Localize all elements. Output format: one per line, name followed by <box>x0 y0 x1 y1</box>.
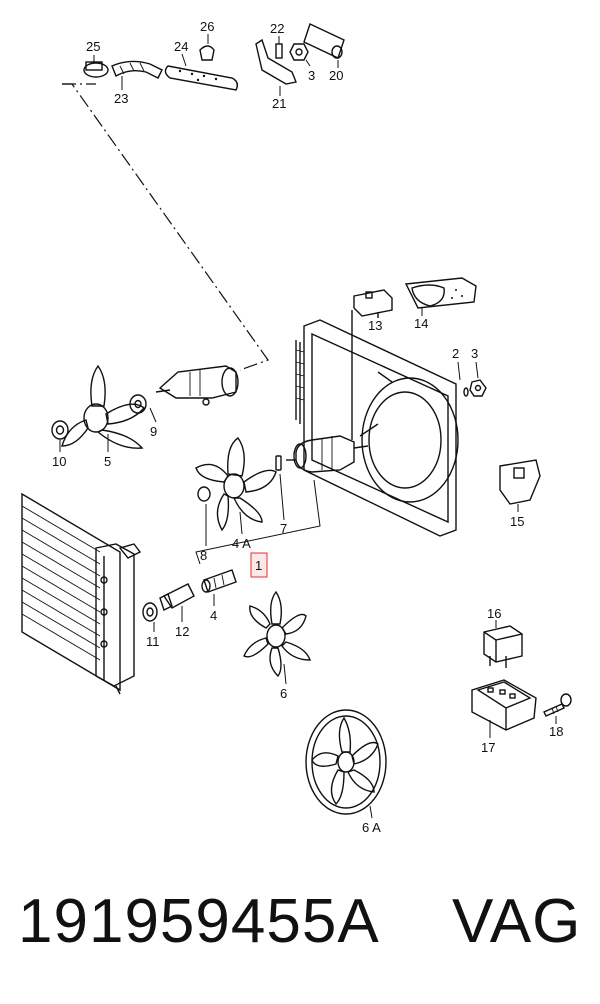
callout-13: 13 <box>368 318 382 333</box>
brand-name: VAG <box>452 887 582 956</box>
boot-14 <box>404 277 477 316</box>
fan-6a <box>305 709 387 819</box>
callout-3a: 3 <box>308 68 315 83</box>
bracket-21 <box>255 38 297 96</box>
callout-18: 18 <box>549 724 563 739</box>
callout-11: 11 <box>146 634 160 649</box>
callout-4a: 4 A <box>232 536 251 551</box>
callout-14: 14 <box>414 316 428 331</box>
part-number: 191959455A <box>18 887 380 956</box>
callout-20: 20 <box>329 68 343 83</box>
sensor-4 <box>201 569 237 606</box>
callout-26: 26 <box>200 19 214 34</box>
pipe-20 <box>303 23 345 68</box>
callout-7: 7 <box>280 521 287 536</box>
callout-1-highlight <box>250 552 268 578</box>
callout-24: 24 <box>174 39 188 54</box>
relay-base-17 <box>471 679 537 738</box>
washer-8 <box>197 486 211 546</box>
fan-motor <box>286 435 369 473</box>
callout-5: 5 <box>104 454 111 469</box>
o-ring-11 <box>142 602 158 632</box>
screw-2 <box>457 361 469 397</box>
hose-23 <box>111 60 163 90</box>
clip-26 <box>199 34 215 61</box>
auxiliary-motor <box>155 365 239 406</box>
callout-8: 8 <box>200 548 207 563</box>
nut-10 <box>51 420 69 452</box>
callout-12: 12 <box>175 624 189 639</box>
hose-24 <box>164 53 239 91</box>
callout-2: 2 <box>452 346 459 361</box>
callout-23: 23 <box>114 91 128 106</box>
callout-15: 15 <box>510 514 524 529</box>
bracket-15 <box>499 459 541 512</box>
clamp-25 <box>83 55 109 78</box>
callout-9: 9 <box>150 424 157 439</box>
callout-25: 25 <box>86 39 100 54</box>
fan-shroud <box>295 319 459 537</box>
nut-3-right <box>469 361 487 397</box>
washer-9 <box>129 394 157 423</box>
connector-13 <box>351 289 393 440</box>
clip-7 <box>275 455 285 521</box>
fan-4a <box>195 437 277 535</box>
thermo-switch-12 <box>159 583 195 622</box>
callout-3b: 3 <box>471 346 478 361</box>
fan-6 <box>243 590 311 685</box>
relay-16 <box>483 620 523 668</box>
callout-4: 4 <box>210 608 217 623</box>
nut-3-top <box>289 43 311 67</box>
callout-16: 16 <box>487 606 501 621</box>
assembly-leader-line <box>62 83 269 371</box>
bolt-22 <box>275 36 283 59</box>
screw-18 <box>543 693 572 724</box>
callout-6a: 6 A <box>362 820 381 835</box>
fan-5 <box>61 364 145 452</box>
callout-17: 17 <box>481 740 495 755</box>
callout-21: 21 <box>272 96 286 111</box>
callout-6: 6 <box>280 686 287 701</box>
callout-1: 1 <box>255 558 262 573</box>
radiator <box>21 492 142 695</box>
item-1-group-line <box>195 479 321 565</box>
callout-22: 22 <box>270 21 284 36</box>
callout-10: 10 <box>52 454 66 469</box>
